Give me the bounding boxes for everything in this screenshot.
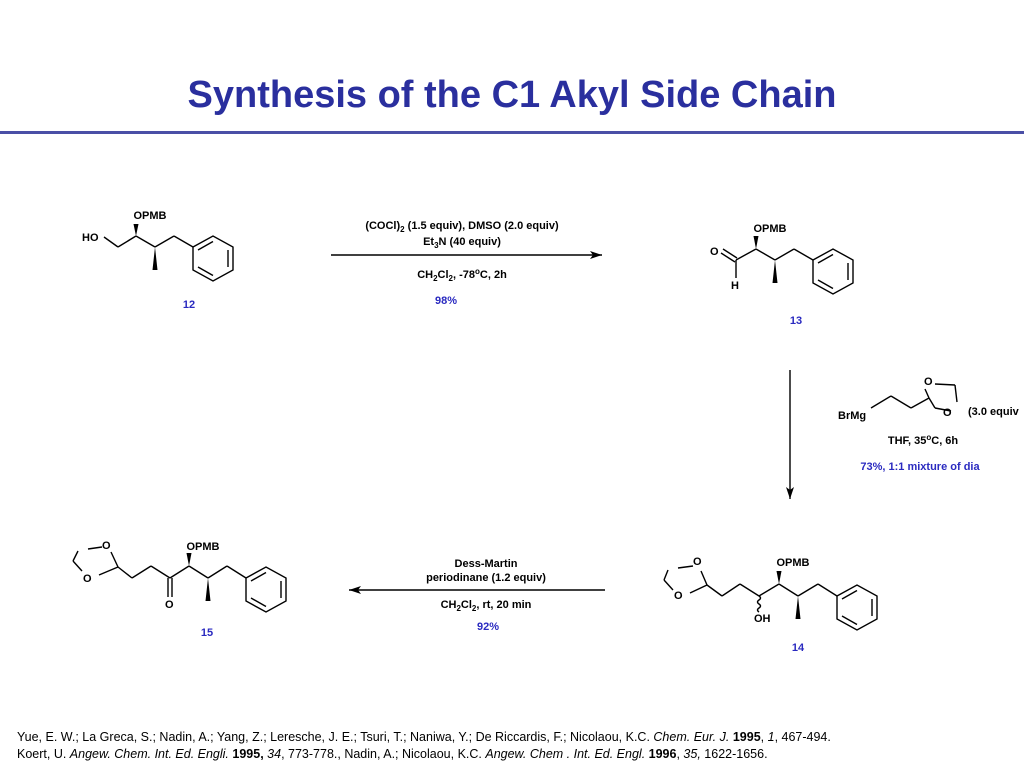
dioxolane-oxygen-bottom: O — [943, 407, 952, 419]
grignard-reagent-structure — [870, 383, 958, 412]
wedge-bond — [205, 578, 211, 601]
compound-15 — [72, 546, 287, 613]
benzene-ring — [192, 235, 234, 282]
opmb-label: OPMB — [187, 541, 220, 553]
opmb-label: OPMB — [754, 223, 787, 235]
aldehyde-hydrogen-label: H — [731, 280, 739, 292]
step1-reagent-line-1: (COCl)2 (1.5 equiv), DMSO (2.0 equiv) — [365, 220, 559, 234]
compound-14 — [663, 565, 878, 631]
step3-reagent-line-2: periodinane (1.2 equiv) — [426, 572, 546, 584]
compound-number-13: 13 — [790, 315, 802, 327]
wedge-bond — [152, 247, 158, 270]
dioxolane-oxygen-bottom: O — [83, 573, 92, 585]
compound-number-14: 14 — [792, 642, 805, 654]
step3-yield: 92% — [477, 621, 499, 633]
reference-2: Koert, U. Angew. Chem. Int. Ed. Engli. 1… — [17, 747, 768, 761]
wedge-bond — [772, 260, 778, 283]
step2-equiv: (3.0 equiv — [968, 406, 1020, 418]
wedge-bond — [795, 596, 801, 619]
wavy-bond — [756, 595, 762, 613]
brmg-label: BrMg — [838, 410, 866, 422]
wedge-bond — [133, 224, 139, 236]
step3-conditions: CH2Cl2, rt, 20 min — [441, 599, 532, 613]
dioxolane-oxygen-top: O — [693, 556, 702, 568]
wedge-bond — [753, 236, 759, 249]
step2-yield: 73%, 1:1 mixture of dia — [860, 461, 980, 473]
opmb-label: OPMB — [777, 557, 810, 569]
dioxolane-oxygen-top: O — [102, 540, 111, 552]
step3-reagent-line-1: Dess-Martin — [455, 558, 518, 570]
wedge-bond — [186, 553, 192, 566]
aldehyde-oxygen-label: O — [710, 246, 719, 258]
step2-conditions: THF, 35oC, 6h — [888, 433, 959, 447]
compound-12 — [103, 224, 234, 282]
opmb-label: OPMB — [134, 210, 167, 222]
wedge-bond — [776, 571, 782, 584]
reference-1: Yue, E. W.; La Greca, S.; Nadin, A.; Yan… — [17, 730, 831, 744]
dioxolane-oxygen-bottom: O — [674, 590, 683, 602]
step1-yield: 98% — [435, 295, 457, 307]
step1-reagent-line-2: Et3N (40 equiv) — [423, 236, 501, 250]
hydroxyl-label: OH — [754, 613, 771, 625]
benzene-ring — [245, 566, 287, 613]
ketone-oxygen-label: O — [165, 599, 174, 611]
hydroxyl-label: HO — [82, 232, 99, 244]
step1-conditions: CH2Cl2, -78oC, 2h — [417, 267, 507, 283]
compound-number-12: 12 — [183, 299, 195, 311]
compound-13 — [720, 236, 854, 295]
dioxolane-oxygen-top: O — [924, 376, 933, 388]
benzene-ring — [812, 248, 854, 295]
benzene-ring — [836, 584, 878, 631]
title-divider — [0, 131, 1024, 134]
references: Yue, E. W.; La Greca, S.; Nadin, A.; Yan… — [17, 729, 831, 763]
page-title: Synthesis of the C1 Akyl Side Chain — [187, 74, 837, 116]
compound-number-15: 15 — [201, 627, 213, 639]
